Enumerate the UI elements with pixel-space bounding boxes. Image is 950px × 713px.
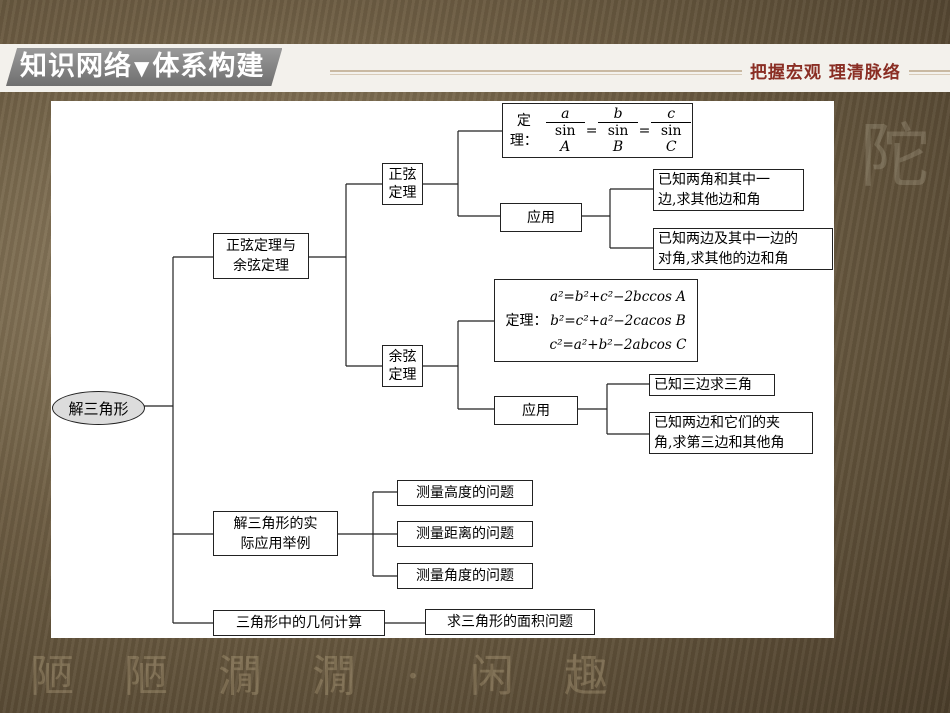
formula-prefix: 定理： — [509, 112, 538, 149]
node-text: 角,求第三边和其他角 — [654, 435, 785, 451]
node-text: 对角,求其他的边和角 — [658, 251, 789, 267]
formula-row: a²=b²+c²−2bccos A — [550, 288, 686, 305]
cosine-law-formula: 定理： a²=b²+c²−2bccos A b²=c²+a²−2cacos B … — [494, 279, 698, 362]
equals-sign: = — [585, 122, 598, 139]
fraction-den: sin B — [598, 123, 637, 155]
node-text: 正弦定理与 — [226, 238, 296, 254]
background-calligraphy: 陀 — [860, 115, 930, 197]
node-text: 余弦 — [388, 349, 417, 365]
den-text: sin — [554, 123, 576, 139]
node-text: 定理 — [388, 367, 417, 383]
watermark-calligraphy: 陋 陋 㵎 㵎 · 闲 趣 — [30, 651, 626, 702]
node-text: 已知两边及其中一边的 — [658, 231, 798, 247]
formula-rows: a²=b²+c²−2bccos A b²=c²+a²−2cacos B c²=a… — [550, 285, 687, 357]
den-text: sin — [660, 123, 682, 139]
section-title: 知识网络▼体系构建 — [6, 48, 283, 86]
cosine-application-node: 应用 — [494, 396, 578, 425]
equals-sign: = — [638, 122, 651, 139]
branch-practical-node: 解三角形的实 际应用举例 — [213, 511, 338, 556]
den-text: sin — [607, 123, 629, 139]
den-var: A — [560, 139, 571, 155]
sine-application-item: 已知两角和其中一 边,求其他边和角 — [653, 169, 804, 211]
fraction-num: b — [598, 106, 638, 123]
formula-row: b²=c²+a²−2cacos B — [550, 312, 686, 329]
den-var: B — [612, 139, 624, 155]
fraction-den: sin A — [546, 123, 585, 155]
sine-application-item: 已知两边及其中一边的 对角,求其他的边和角 — [653, 228, 833, 270]
node-text: 已知两角和其中一 — [658, 172, 770, 188]
cosine-application-item: 已知三边求三角 — [649, 374, 775, 396]
root-node: 解三角形 — [52, 391, 145, 425]
fraction-num: a — [545, 106, 585, 123]
node-text: 解三角形的实 — [233, 515, 318, 532]
header-rule — [330, 70, 950, 72]
practical-item: 测量高度的问题 — [397, 480, 533, 506]
fraction-num: c — [651, 106, 692, 123]
sine-application-node: 应用 — [500, 203, 582, 232]
title-triangle-icon: ▼ — [134, 56, 151, 80]
den-var: C — [665, 139, 677, 155]
branch-sine-cosine-node: 正弦定理与 余弦定理 — [213, 233, 309, 279]
formula-row: c²=a²+b²−2abcos C — [549, 336, 687, 353]
node-text: 定理 — [388, 185, 417, 201]
branch-geometry-node: 三角形中的几何计算 — [213, 610, 385, 636]
fraction-den: sin C — [651, 123, 691, 155]
title-right: 体系构建 — [152, 51, 265, 82]
header-rule-thin — [330, 74, 950, 75]
geometry-item: 求三角形的面积问题 — [425, 609, 595, 635]
title-left: 知识网络 — [20, 51, 132, 82]
practical-item: 测量距离的问题 — [397, 521, 533, 547]
node-text: 正弦 — [388, 167, 417, 183]
cosine-law-node: 余弦 定理 — [382, 345, 423, 387]
node-text: 余弦定理 — [233, 258, 289, 274]
formula-prefix: 定理： — [505, 312, 548, 329]
practical-item: 测量角度的问题 — [397, 563, 533, 589]
node-text: 边,求其他边和角 — [658, 192, 761, 208]
sine-law-node: 正弦 定理 — [382, 163, 423, 205]
node-text: 际应用举例 — [240, 535, 311, 552]
connector-lines — [143, 130, 653, 624]
section-subtitle: 把握宏观 理清脉络 — [742, 58, 909, 83]
node-text: 已知两边和它们的夹 — [654, 415, 780, 431]
cosine-application-item: 已知两边和它们的夹 角,求第三边和其他角 — [649, 412, 813, 454]
